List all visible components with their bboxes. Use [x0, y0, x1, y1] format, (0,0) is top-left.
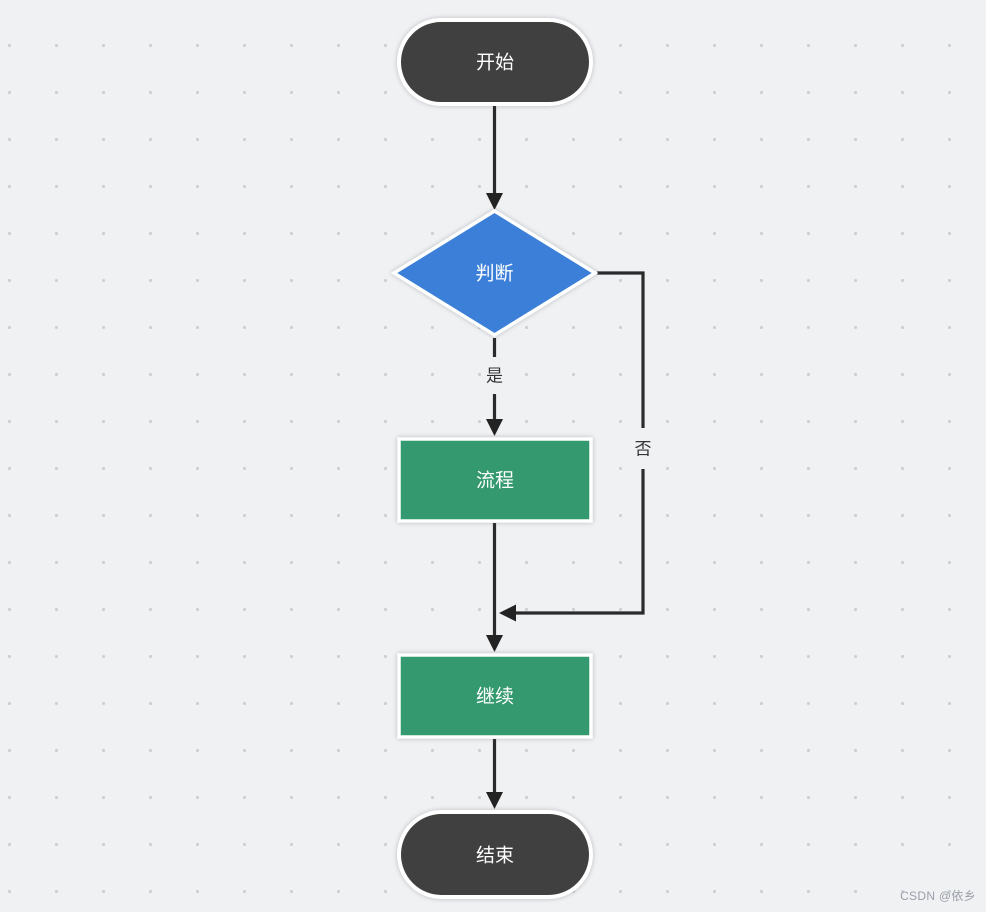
edge-start-decision	[486, 106, 503, 210]
node-end-shape	[397, 810, 593, 899]
node-start-label: 开始	[476, 52, 514, 74]
node-end-label: 结束	[476, 845, 514, 867]
node-continue-shape	[397, 653, 593, 739]
edge-process-continue	[486, 523, 503, 652]
arrowhead-down-icon	[486, 635, 503, 652]
node-start: 开始	[397, 18, 593, 106]
edge-continue-end	[486, 739, 503, 809]
node-process-label: 流程	[476, 470, 514, 492]
arrowhead-left-icon	[499, 604, 516, 622]
edge-no-segment-1	[597, 271, 645, 428]
node-decision-label: 判断	[475, 263, 513, 285]
node-decision: 判断	[390, 208, 599, 338]
node-end: 结束	[397, 810, 593, 899]
node-process-shape	[397, 437, 593, 523]
watermark: CSDN @依乡	[900, 889, 976, 903]
arrowhead-down-icon	[486, 193, 503, 210]
edge-decision-process: 是	[486, 338, 503, 436]
edge-no-segment-2	[514, 469, 645, 615]
arrowhead-down-icon	[486, 792, 503, 809]
edge-decision-continue: 否	[499, 271, 652, 622]
edge-label-no: 否	[635, 440, 652, 459]
node-continue-label: 继续	[476, 686, 514, 708]
edge-label-yes: 是	[486, 367, 503, 386]
node-start-shape	[397, 18, 593, 106]
node-process: 流程	[397, 437, 593, 523]
arrowhead-down-icon	[486, 419, 503, 436]
node-continue: 继续	[397, 653, 593, 739]
node-decision-shape	[390, 208, 599, 338]
